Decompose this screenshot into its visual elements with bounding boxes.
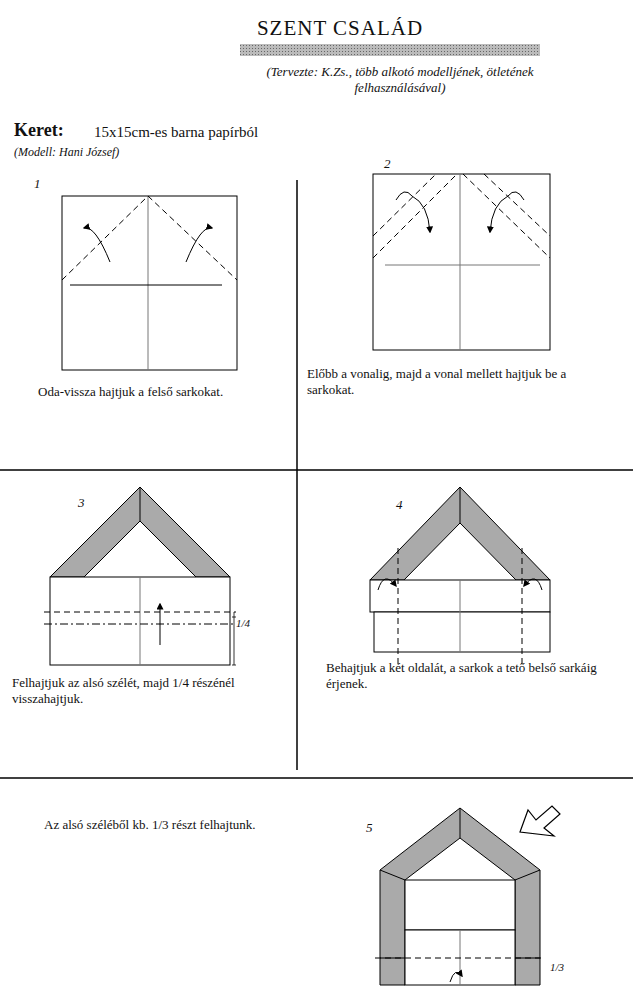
step-caption: Behajtjuk a két oldalát, a sarkok a tető…	[326, 660, 606, 691]
fraction-label: 1/3	[550, 961, 564, 974]
paper-spec: 15x15cm-es barna papírból	[94, 123, 258, 141]
frame-label: Keret:	[14, 120, 64, 142]
page-title: SZENT CSALÁD	[190, 16, 490, 41]
step-caption: Az alsó széléből kb. 1/3 részt felhajtun…	[44, 817, 344, 833]
model-credit: (Modell: Hani József)	[14, 145, 119, 159]
step-caption: Oda-vissza hajtjuk a felső sarkokat.	[38, 384, 288, 400]
step-caption: Felhajtjuk az alsó szélét, majd 1/4 rész…	[12, 675, 292, 706]
subtitle: (Tervezte: K.Zs., több alkotó modelljéne…	[240, 64, 560, 95]
step-number: 3	[78, 495, 85, 511]
step-number: 2	[384, 156, 391, 172]
step-number: 4	[396, 497, 403, 513]
step-number: 1	[34, 176, 41, 192]
step-number: 5	[366, 820, 373, 836]
fraction-label: 1/4	[236, 617, 250, 630]
step-caption: Előbb a vonalig, majd a vonal mellett ha…	[307, 366, 607, 397]
